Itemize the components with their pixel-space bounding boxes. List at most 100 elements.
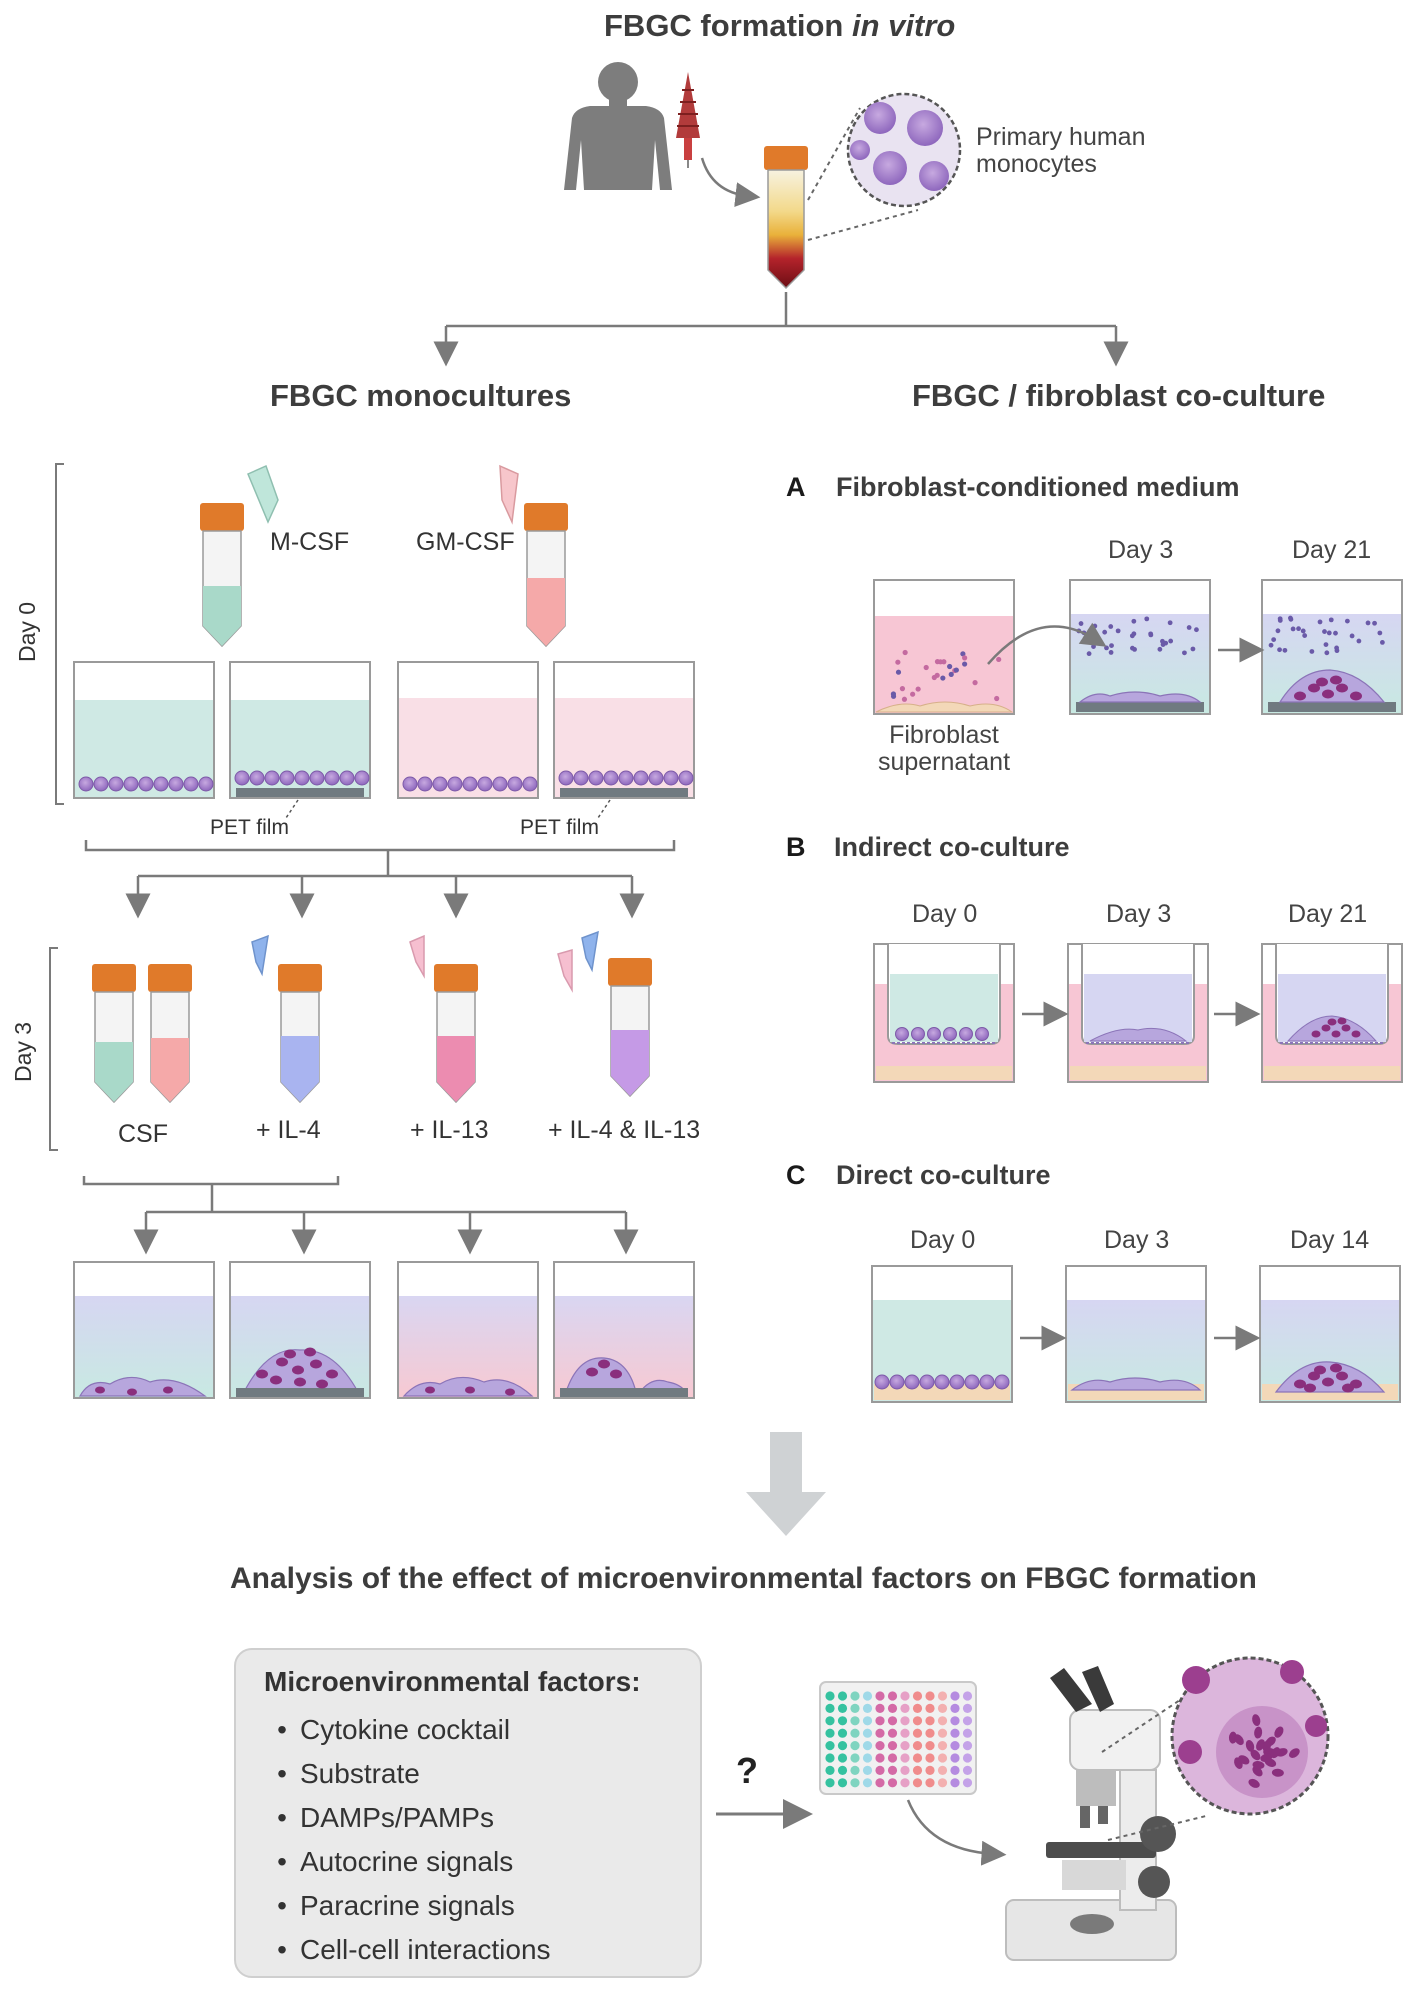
monocytes-label: Primary human monocytes [976,123,1146,178]
nucleus [1336,1371,1348,1381]
well-plate-icon [819,1681,977,1795]
monocyte-cell [895,1027,909,1041]
nucleus [505,1388,515,1396]
monocyte-cell [964,1374,980,1390]
factor-item: Autocrine signals [264,1840,551,1884]
monocyte-cell [123,776,139,792]
nucleus [1337,1017,1347,1025]
factor-item: DAMPs/PAMPs [264,1796,551,1840]
supernatant-dot [1157,646,1163,652]
nucleus [326,1369,338,1379]
monocyte-cell [934,1374,950,1390]
il4-il13-tube-icon [557,930,652,1098]
supernatant-dot [1317,619,1323,625]
branch-connector [433,292,1129,367]
nucleus [1252,1760,1265,1770]
nucleus [1314,1365,1326,1375]
nucleus [95,1386,105,1394]
nucleus [586,1367,598,1377]
plate-well [912,1691,923,1701]
monocyte-cell [234,770,250,786]
plate-well [862,1716,873,1726]
section-c-cells [874,1363,1362,1393]
plate-well [962,1753,973,1763]
supernatant-dot [1271,637,1277,643]
plate-well [875,1753,885,1763]
supernatant-dot [923,664,929,671]
fibroblast-supernatant-label: Fibroblast supernatant [877,721,1011,776]
monocyte-cell [573,770,589,786]
plate-well [925,1778,935,1788]
supernatant-dot [1186,625,1192,630]
supernatant-dot [1108,650,1114,655]
plate-well [937,1703,948,1713]
monocyte-cell [889,1374,905,1390]
supernatant-dot [937,659,944,665]
nucleus [1321,1024,1331,1032]
plate-well [825,1778,835,1788]
supernatant-dot [931,674,937,681]
plate-well [850,1741,860,1751]
plate-well [900,1728,910,1738]
fbgc-nuclei [1228,1714,1300,1788]
monocyte-cell [943,1027,957,1041]
supernatant-dot [1182,650,1187,656]
section-b-letter: B [786,832,806,862]
monocyte-cell [279,770,295,786]
nucleus [127,1388,137,1396]
nucleus [465,1386,475,1394]
nucleus [1351,1030,1361,1038]
monocyte-cell [979,1374,995,1390]
plate-well [875,1778,885,1788]
supernatant-dot [1131,618,1137,624]
supernatant-dot [1288,615,1293,621]
monocyte-cell [588,770,604,786]
nucleus [1294,1379,1306,1389]
nucleus [294,1377,306,1387]
monocyte-cell [294,770,310,786]
nucleus [1342,1383,1354,1393]
monocytes-zoom-circle [846,92,962,208]
supernatant-dot [1275,628,1281,634]
microscope-icon [1005,1666,1177,1961]
supernatant-dot [1365,620,1371,626]
monocyte-cell [108,776,124,792]
plate-well [850,1703,860,1713]
plate-well [887,1728,898,1738]
supernatant-dot [1190,646,1196,652]
supernatant-dot [1144,616,1150,622]
nucleus [1234,1734,1244,1746]
nucleus [1330,1363,1342,1373]
plate-well [875,1765,885,1775]
supernatant-dot [1379,640,1385,645]
monocyte-cell [618,770,634,786]
blood-tube-icon [764,146,808,290]
plate-well [825,1765,835,1775]
section-b-day-1: Day 0 [912,900,978,928]
plate-well [837,1716,848,1726]
factor-item: Cell-cell interactions [264,1928,551,1972]
plate-well [962,1741,973,1751]
plate-well [925,1716,935,1726]
section-b-day-2: Day 3 [1106,900,1172,928]
monocyte-cell [959,1027,973,1041]
supernatant-dot [1290,626,1296,632]
monocyte-cell [477,776,493,792]
nucleus [1327,1018,1337,1026]
fibroblast-layer [876,1066,1012,1080]
supernatant-dot [895,659,901,665]
plate-well [950,1716,960,1726]
plate-well [825,1753,835,1763]
section-c-letter: C [786,1160,806,1190]
plate-well [837,1753,848,1763]
monocyte-cell [309,770,325,786]
plate-well [962,1728,973,1738]
nucleus [284,1349,296,1359]
supernatant-dot [1086,651,1092,657]
monocyte-cell [168,776,184,792]
gmcsf-tube-icon [524,503,568,648]
monocyte-cell [324,770,340,786]
nucleus [425,1386,435,1394]
monocultures-heading: FBGC monocultures [270,378,572,413]
monoculture-result-wells [73,1261,695,1399]
